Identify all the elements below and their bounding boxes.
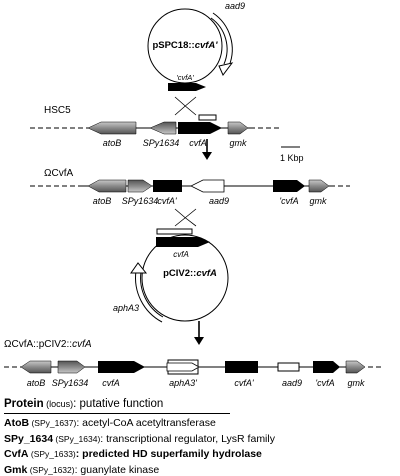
gene-label: cvfA [102,378,120,388]
aad9-arc [212,12,233,67]
aphA3-arrowhead [130,262,148,274]
gene-label: gmk [347,378,365,388]
atoB-arrow [20,360,52,374]
gene-label: cvfA' [234,378,254,388]
legend-row: CvfA (SPy_1633): predicted HD superfamil… [4,448,262,460]
cvfA-truncated-5 [313,361,340,373]
cvfA-truncated-3 [225,361,258,373]
legend-header: Protein (locus): putative function [4,397,230,414]
plasmid-pciv2: cvfA pCIV2::cvfA aphA3 [113,228,229,345]
aphA3-arrow [166,362,200,372]
row-merodiploid: ΩCvfA::pCIV2::cvfA atoB SPy1634 cvfA aph… [4,339,384,388]
aad9-arrow [190,179,225,193]
legend-row: SPy_1634 (SPy_1634): transcriptional reg… [4,432,275,445]
gene-label: atoB [103,138,122,148]
aphA3-arc [135,270,163,323]
scale-label: 1 Kbp [280,153,304,163]
legend-row: AtoB (SPy_1637): acetyl-CoA acetyltransf… [4,417,216,429]
strain-merodiploid-label: ΩCvfA::pCIV2::cvfA [4,339,92,350]
cvfA-truncated-3 [153,180,182,192]
plasmid2-name: pCIV2::cvfA [163,268,217,279]
plasmid-psp18: aad9 pSPC18::cvfA' 'cvfA' [147,1,245,91]
aad9-arrow [277,362,300,372]
gene-label: 'cvfA [279,196,298,206]
spy1634-arrow [127,179,153,193]
spy1634-arrow [57,360,86,374]
protein-legend: Protein (locus): putative function AtoB … [4,397,396,476]
cvfa-insert-label: cvfA [173,250,189,259]
gene-label: cvfA [189,138,207,148]
gene-label: cvfA' [157,196,177,206]
gmk-arrow [308,179,330,193]
probe-box [198,114,217,121]
gene-label: atoB [93,196,112,206]
crossover-2 [174,208,197,227]
probe-box [156,228,193,235]
cvfA-arrow [178,122,222,134]
gene-label: aad9 [282,378,302,388]
cvfA-insert [156,237,210,247]
plasmid-backbone [141,234,229,322]
cvfa-internal-fragment [168,83,206,91]
aad9-label: aad9 [225,1,245,11]
gene-label: atoB [27,378,46,388]
cvfA-full [98,361,145,373]
row-hsc5: HSC5 atoB SPy1634 cvfA gmk 1 Kbp [30,105,304,163]
strain-omegacvfa-label: ΩCvfA [44,168,73,179]
atoB-arrow [87,179,127,193]
plasmid1-name: pSPC18::cvfA' [152,40,218,51]
legend-row: Gmk (SPy_1632): guanylate kinase [4,463,160,476]
gene-label: aphA3' [169,378,197,388]
aad9-arrowhead [218,62,234,76]
crossover-1 [174,96,197,116]
gene-label: 'cvfA [315,378,334,388]
row-omegacvfa: ΩCvfA atoB SPy1634 cvfA' aad9 'cvfA gmk [30,168,350,206]
gene-label: gmk [309,196,327,206]
gene-label: SPy1634 [52,378,89,388]
aphA3-label: aphA3 [113,303,139,313]
gene-label: SPy1634 [143,138,180,148]
gene-label: aad9 [209,196,229,206]
cvfA-truncated-5 [273,180,305,192]
gene-label: gmk [229,138,247,148]
cvfa-fragment-label: 'cvfA' [176,73,194,82]
spy1634-arrow [149,121,177,135]
gene-label: SPy1634 [122,196,159,206]
strain-hsc5-label: HSC5 [44,105,71,116]
gmk-arrow [227,121,249,135]
atoB-arrow [87,121,137,135]
gmk-arrow [345,360,366,374]
